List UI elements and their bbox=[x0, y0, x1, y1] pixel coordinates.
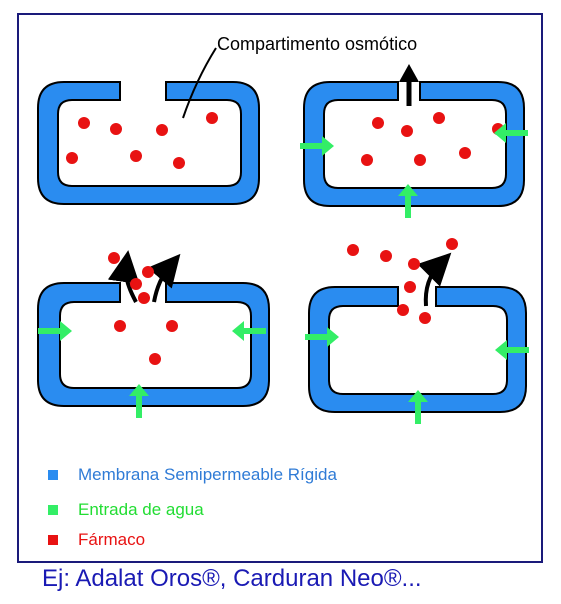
drug-particle bbox=[138, 292, 150, 304]
capsule-2 bbox=[300, 64, 528, 218]
legend-item-membrane: Membrana Semipermeable Rígida bbox=[48, 463, 337, 487]
drug-particle bbox=[408, 258, 420, 270]
drug-particle bbox=[446, 238, 458, 250]
drug-particle bbox=[173, 157, 185, 169]
drug-outflow-arrow bbox=[107, 250, 140, 303]
water-arrow bbox=[398, 184, 418, 218]
capsule-4 bbox=[305, 238, 529, 424]
drug-particle bbox=[110, 123, 122, 135]
osmotic-compartment-label: Compartimento osmótico bbox=[217, 34, 417, 54]
drug-particle bbox=[414, 154, 426, 166]
water-arrow bbox=[495, 340, 529, 360]
drug-particle bbox=[397, 304, 409, 316]
drug-particle bbox=[142, 266, 154, 278]
water-arrow bbox=[300, 136, 334, 156]
legend-item-drug: Fármaco bbox=[48, 528, 145, 552]
drug-outflow-arrow bbox=[417, 252, 452, 307]
drug-particle bbox=[130, 278, 142, 290]
water-arrow bbox=[408, 390, 428, 424]
drug-outflow-arrow bbox=[147, 253, 181, 303]
legend-label: Entrada de agua bbox=[78, 500, 204, 519]
legend-label: Membrana Semipermeable Rígida bbox=[78, 465, 337, 484]
drug-particle bbox=[433, 112, 445, 124]
capsule-3 bbox=[37, 250, 270, 418]
membrane-swatch bbox=[48, 470, 58, 480]
drug-outflow-arrowhead bbox=[399, 64, 419, 82]
annotation-pointer bbox=[182, 47, 217, 119]
drug-particle bbox=[108, 252, 120, 264]
drug-particle bbox=[66, 152, 78, 164]
drug-particle bbox=[459, 147, 471, 159]
water-arrow bbox=[129, 384, 149, 418]
water-arrow bbox=[305, 327, 339, 347]
legend-item-water: Entrada de agua bbox=[48, 498, 204, 522]
drug-particle bbox=[206, 112, 218, 124]
membrane bbox=[303, 81, 525, 207]
drug-particle bbox=[401, 125, 413, 137]
legend-label: Fármaco bbox=[78, 530, 146, 549]
drug-swatch bbox=[48, 535, 58, 545]
drug-particle bbox=[361, 154, 373, 166]
drug-particle bbox=[149, 353, 161, 365]
drug-particle bbox=[78, 117, 90, 129]
drug-particle bbox=[404, 281, 416, 293]
water-arrow bbox=[494, 123, 528, 143]
water-arrow bbox=[38, 321, 72, 341]
membrane bbox=[37, 81, 260, 205]
membrane bbox=[37, 282, 270, 407]
drug-particle bbox=[419, 312, 431, 324]
drug-particle bbox=[380, 250, 392, 262]
drug-particle bbox=[347, 244, 359, 256]
capsule-1 bbox=[37, 81, 260, 205]
drug-particle bbox=[114, 320, 126, 332]
drug-particle bbox=[166, 320, 178, 332]
examples-caption: Ej: Adalat Oros®, Carduran Neo®... bbox=[42, 565, 422, 592]
membrane bbox=[308, 286, 527, 413]
water-swatch bbox=[48, 505, 58, 515]
drug-particle bbox=[372, 117, 384, 129]
water-arrow bbox=[232, 321, 266, 341]
drug-particle bbox=[130, 150, 142, 162]
drug-particle bbox=[156, 124, 168, 136]
